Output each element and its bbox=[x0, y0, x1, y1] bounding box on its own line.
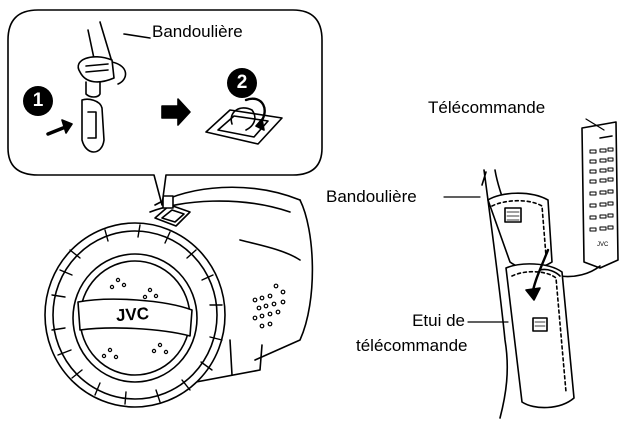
remote-control-illustration bbox=[559, 121, 619, 278]
remote-brand-logo: JVC bbox=[597, 242, 609, 248]
case-label-line2: télécommande bbox=[356, 336, 468, 355]
strap-with-remote-case bbox=[481, 169, 575, 419]
remote-label: Télécommande bbox=[428, 98, 546, 117]
remote-buttons bbox=[589, 147, 614, 232]
step-1-badge: 1 bbox=[23, 86, 53, 116]
side-speaker-holes bbox=[252, 283, 286, 329]
leader-lines bbox=[443, 118, 605, 323]
case-label-line1: Etui de bbox=[412, 311, 465, 330]
camcorder-illustration bbox=[44, 186, 314, 408]
inset-strap-label: Bandoulière bbox=[152, 22, 243, 41]
camera-brand-logo: JVC bbox=[115, 303, 150, 326]
step-2-badge: 2 bbox=[227, 68, 257, 98]
strap-mount bbox=[154, 195, 191, 227]
strap-attachment-inset bbox=[7, 9, 323, 206]
strap-label: Bandoulière bbox=[326, 187, 417, 206]
